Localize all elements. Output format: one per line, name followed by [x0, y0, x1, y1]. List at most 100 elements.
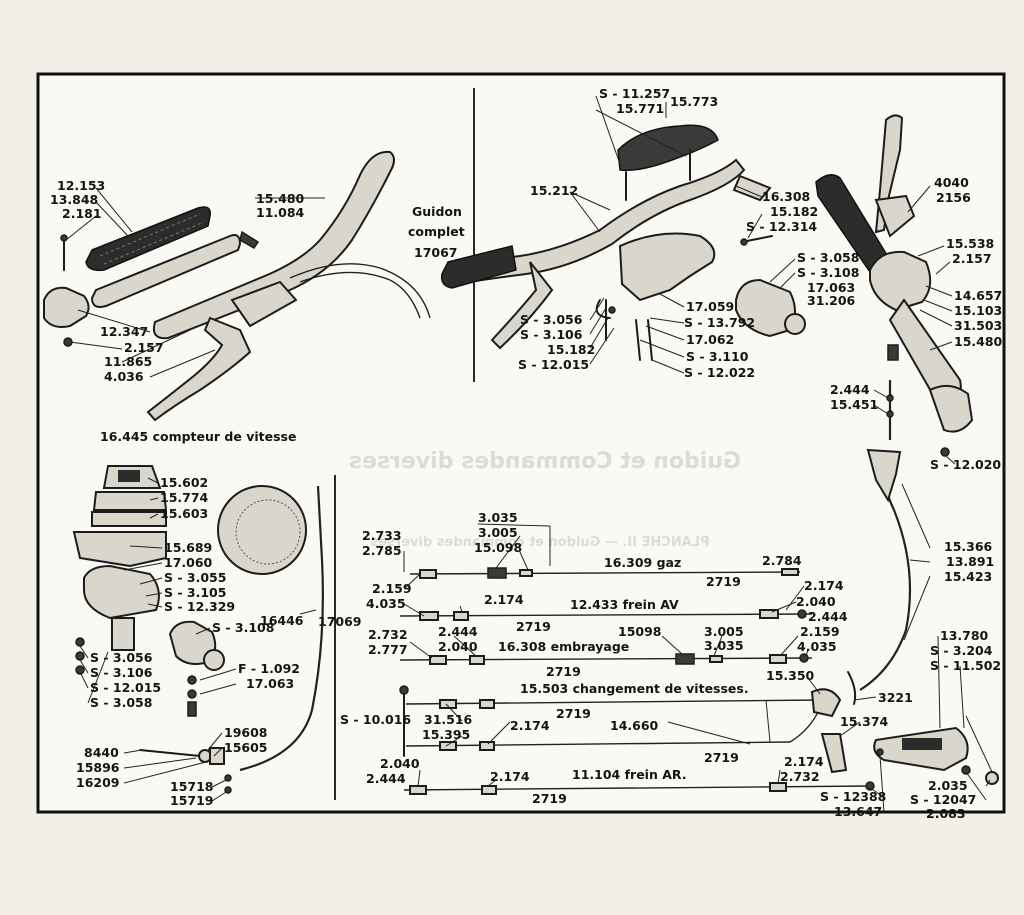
label: 17.063 — [807, 280, 855, 295]
label: 4.035 — [366, 596, 406, 611]
label: 2719 — [516, 619, 551, 634]
label: 16.308 — [762, 189, 810, 204]
label: 14.657 — [954, 288, 1002, 303]
label: 15098 — [618, 624, 662, 639]
label: 12.433 frein AV — [570, 597, 679, 612]
ghost-text: Guidon et Commandes diverses PLANCHE II.… — [349, 449, 741, 550]
headlamp — [217, 485, 307, 575]
section-dividers — [334, 88, 475, 800]
label: S - 3.106 — [520, 327, 583, 342]
label: S - 3.110 — [686, 349, 749, 364]
label: 8440 — [84, 745, 119, 760]
label: 15.103 — [954, 303, 1002, 318]
label: 2719 — [704, 750, 739, 765]
label: 12.347 — [100, 324, 148, 339]
label: 3221 — [878, 690, 913, 705]
label: S - 3.204 — [930, 643, 993, 658]
speedo-mount — [83, 564, 160, 620]
leaders-top-right — [873, 185, 956, 465]
leaders-speedo — [79, 477, 323, 802]
label: 11.104 frein AR. — [572, 767, 686, 782]
label: 4.035 — [797, 639, 837, 654]
handlebar-tube — [152, 150, 395, 340]
labels-top-right: 4040 2156 15.538 2.157 14.657 15.103 31.… — [830, 175, 1003, 472]
label: 15.212 — [530, 183, 578, 198]
label: 17.059 — [686, 299, 734, 314]
label: 15.182 — [547, 342, 595, 357]
label: S - 12388 — [820, 789, 886, 804]
label: 2156 — [936, 190, 971, 205]
label: 13.891 — [946, 554, 994, 569]
label: 2719 — [532, 791, 567, 806]
label: S - 3.056 — [520, 312, 583, 327]
labels-top-middle: S - 11.257 15.771 15.773 15.212 16.308 1… — [518, 86, 859, 380]
label: 16.309 gaz — [604, 555, 681, 570]
label: S - 12.020 — [930, 457, 1001, 472]
inner-tube — [90, 234, 242, 308]
label: 15605 — [224, 740, 268, 755]
label: 3.035 — [478, 510, 518, 525]
label: 15.395 — [422, 727, 470, 742]
label: 2.083 — [926, 806, 966, 821]
label: 15.480 — [954, 334, 1003, 349]
label: 2719 — [546, 664, 581, 679]
label: 3.035 — [704, 638, 744, 653]
label: F - 1.092 — [238, 661, 300, 676]
label: 15.773 — [670, 94, 718, 109]
label: 2.444 — [366, 771, 406, 786]
label: S - 3.058 — [797, 250, 859, 265]
label: 31.516 — [424, 712, 473, 727]
label: 2.174 — [784, 754, 824, 769]
label: 2.732 — [780, 769, 820, 784]
label: 15.098 — [474, 540, 522, 555]
leaders-cables — [403, 483, 993, 813]
handlebar-complete-label: Guidon complet 17067 — [408, 204, 465, 260]
label: S - 3.055 — [164, 570, 226, 585]
label: 12.153 — [57, 178, 105, 193]
label: 2.159 — [800, 624, 840, 639]
control-cables — [399, 448, 999, 795]
label: S - 12.015 — [90, 680, 161, 695]
label: 2.174 — [510, 718, 550, 733]
label: 4040 — [934, 175, 969, 190]
speedo-cable — [239, 485, 324, 772]
label: 2.040 — [380, 756, 420, 771]
rear-brake-cable — [403, 781, 875, 795]
label: 2.159 — [372, 581, 412, 596]
label: 15.451 — [830, 397, 878, 412]
handlebar-complete — [440, 124, 806, 361]
label: 2.181 — [62, 206, 102, 221]
label: 15.374 — [840, 714, 889, 729]
label: 17.063 — [246, 676, 294, 691]
label: 15.602 — [160, 475, 208, 490]
label: 11.084 — [256, 205, 305, 220]
label: 13.780 — [940, 628, 989, 643]
label: 11.865 — [104, 354, 152, 369]
label: S - 13.792 — [684, 315, 755, 330]
label: 2.444 — [808, 609, 848, 624]
label: 31.206 — [807, 293, 856, 308]
label: 15.538 — [946, 236, 994, 251]
label: S - 3.108 — [212, 620, 274, 635]
labels-cables: 3.035 3.005 15.098 2.733 2.785 16.309 ga… — [340, 510, 1001, 821]
label: S - 10.016 — [340, 712, 411, 727]
label: S - 3.105 — [164, 585, 226, 600]
labels-speedo: 15.602 15.774 15.603 15.689 17.060 S - 3… — [76, 475, 362, 808]
label: S - 3.106 — [90, 665, 153, 680]
leaders-top-middle — [569, 95, 796, 374]
label: 16209 — [76, 775, 120, 790]
label: 2719 — [556, 706, 591, 721]
label: 2.777 — [368, 642, 408, 657]
label: 17.062 — [686, 332, 734, 347]
label: 2.444 — [830, 382, 870, 397]
speedo-housing — [72, 531, 167, 568]
label: S - 12047 — [910, 792, 976, 807]
label: 13.848 — [50, 192, 98, 207]
label: 2.174 — [490, 769, 530, 784]
label: 2.174 — [804, 578, 844, 593]
label: 4.036 — [104, 369, 144, 384]
label: 15.503 changement de vitesses. — [520, 681, 749, 696]
label: S - 3.056 — [90, 650, 153, 665]
label: S - 11.257 — [599, 86, 670, 101]
label: 3.005 — [704, 624, 744, 639]
